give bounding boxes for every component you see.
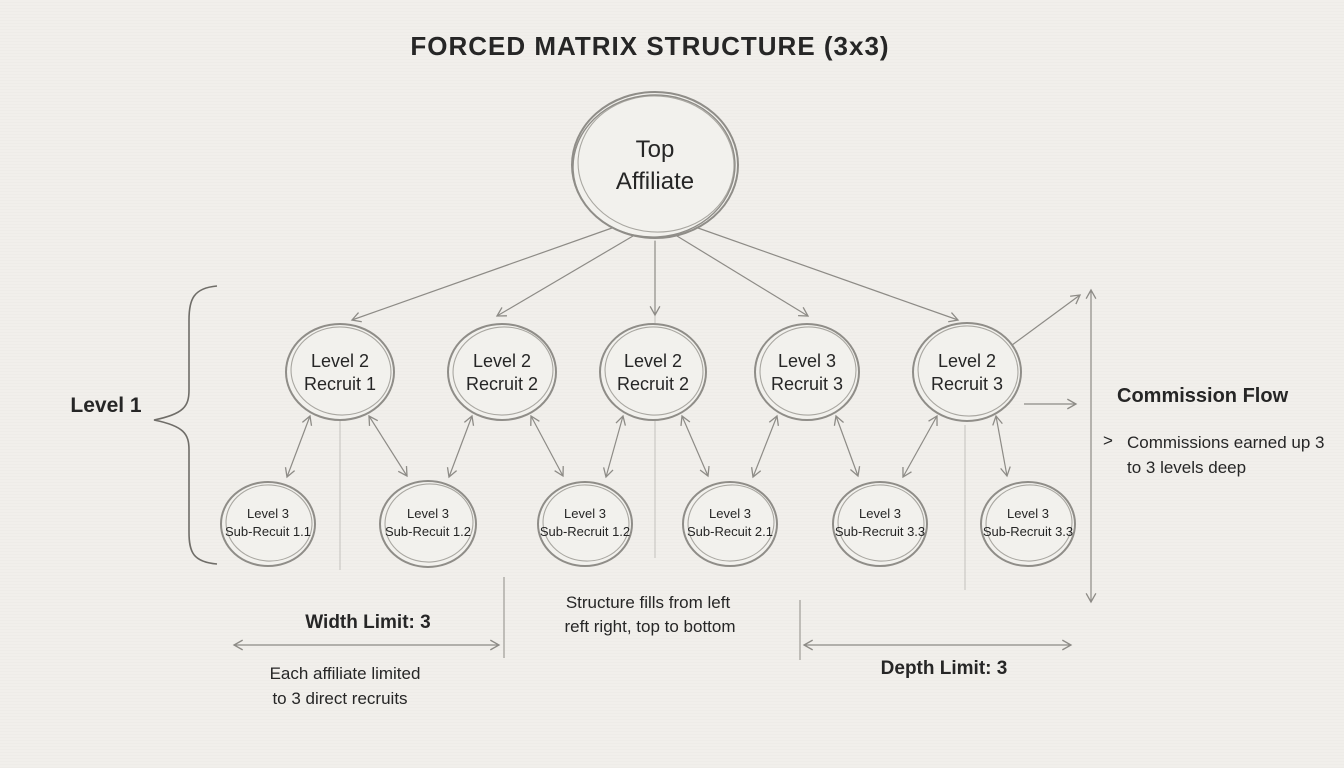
top-to-level2-arrows <box>350 227 960 323</box>
node-label: Sub-Recruit 3.3 <box>983 524 1073 539</box>
node-label: Level 2 <box>938 351 996 371</box>
node-sub-recruit-1-1: Level 3 Sub-Recuit 1.1 <box>220 481 316 567</box>
node-level2-recruit2: Level 2 Recruit 2 <box>447 323 557 421</box>
width-limit-label: Width Limit: 3 <box>305 612 430 633</box>
fill-note-line2: reft right, top to bottom <box>564 617 735 636</box>
commission-flow-title: Commission Flow <box>1117 385 1289 407</box>
node-top-affiliate: Top Affiliate <box>571 91 739 239</box>
level1-brace <box>153 285 218 565</box>
commission-note-line2: to 3 levels deep <box>1127 458 1246 477</box>
commission-note-line1: Commissions earned up 3 <box>1127 433 1324 452</box>
node-sub-recruit-1-2b: Level 3 Sub-Recruit 1.2 <box>537 481 633 567</box>
fill-order-note: Structure fills from left reft right, to… <box>564 593 735 636</box>
node-label: Sub-Recruit 1.2 <box>540 524 630 539</box>
width-note-line1: Each affiliate limited <box>270 664 421 683</box>
node-label: Level 3 <box>778 351 836 371</box>
node-label: Sub-Recruit 3.3 <box>835 524 925 539</box>
width-limit-annotation: Width Limit: 3 Each affiliate limited to… <box>232 577 505 708</box>
node-label: Level 3 <box>709 506 751 521</box>
node-label: Recruit 2 <box>617 374 689 394</box>
node-label: Top <box>636 136 675 163</box>
node-label: Level 3 <box>407 506 449 521</box>
diagram-title: FORCED MATRIX STRUCTURE (3x3) <box>410 31 889 61</box>
node-label: Sub-Recuit 2.1 <box>687 524 773 539</box>
node-label: Sub-Recuit 1.2 <box>385 524 471 539</box>
node-label: Level 3 <box>1007 506 1049 521</box>
node-sub-recruit-3-3: Level 3 Sub-Recruit 3.3 <box>832 481 928 567</box>
node-label: Level 3 <box>564 506 606 521</box>
node-level2-recruit2b: Level 2 Recruit 2 <box>599 323 707 421</box>
chevron-bullet-icon: > <box>1103 431 1113 450</box>
fill-note-line1: Structure fills from left <box>566 593 731 612</box>
node-sub-recruit-1-2: Level 3 Sub-Recuit 1.2 <box>379 480 477 568</box>
node-label: Recruit 3 <box>931 374 1003 394</box>
level2-level3-arrows <box>284 414 1011 479</box>
node-label: Level 2 <box>311 351 369 371</box>
node-level2-recruit3: Level 2 Recruit 3 <box>912 322 1022 422</box>
node-label: Level 3 <box>859 506 901 521</box>
depth-limit-label: Depth Limit: 3 <box>881 658 1008 679</box>
node-sub-recruit-3-3b: Level 3 Sub-Recruit 3.3 <box>980 481 1076 567</box>
node-label: Recruit 1 <box>304 374 376 394</box>
node-label: Level 3 <box>247 506 289 521</box>
node-label: Sub-Recuit 1.1 <box>225 524 311 539</box>
node-label: Affiliate <box>616 168 694 195</box>
node-level2-recruit1: Level 2 Recruit 1 <box>285 323 395 421</box>
node-label: Level 2 <box>624 351 682 371</box>
node-label: Recruit 2 <box>466 374 538 394</box>
node-sub-recruit-2-1: Level 3 Sub-Recuit 2.1 <box>682 481 778 567</box>
level1-label: Level 1 <box>70 394 142 417</box>
node-label: Recruit 3 <box>771 374 843 394</box>
commission-flow-annotation: Commission Flow > Commissions earned up … <box>1103 385 1324 477</box>
node-level3-recruit3: Level 3 Recruit 3 <box>754 323 860 421</box>
node-label: Level 2 <box>473 351 531 371</box>
depth-limit-annotation: Depth Limit: 3 <box>799 600 1073 679</box>
commission-arrows <box>1007 288 1097 604</box>
width-note-line2: to 3 direct recruits <box>272 689 407 708</box>
